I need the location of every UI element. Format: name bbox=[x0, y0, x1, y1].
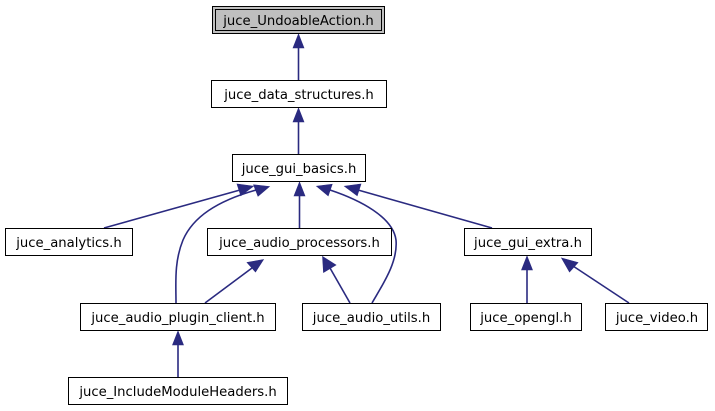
edges-layer bbox=[103, 33, 630, 377]
nodes-layer: juce_UndoableAction.h juce_data_structur… bbox=[5, 6, 708, 405]
node-label-opengl: juce_opengl.h bbox=[479, 311, 571, 326]
node-juce-data-structures[interactable]: juce_data_structures.h bbox=[211, 80, 387, 108]
node-juce-audio-processors[interactable]: juce_audio_processors.h bbox=[207, 228, 392, 256]
node-label-gui-extra: juce_gui_extra.h bbox=[473, 236, 582, 251]
edge-opengl-to-gui-extra bbox=[521, 255, 533, 303]
node-label-data-structures: juce_data_structures.h bbox=[223, 88, 374, 103]
node-label-include-module-headers: juce_IncludeModuleHeaders.h bbox=[78, 385, 276, 400]
edge-audio-utils-to-audio-processors bbox=[322, 255, 351, 304]
edge-audio-plugin-client-to-audio-processors bbox=[204, 259, 265, 304]
edge-data-structures-to-undoable-action bbox=[292, 33, 305, 80]
node-label-audio-processors: juce_audio_processors.h bbox=[218, 236, 380, 251]
edge-audio-utils-to-gui-basics bbox=[315, 183, 397, 304]
node-label-analytics: juce_analytics.h bbox=[15, 236, 121, 251]
node-juce-include-module-headers[interactable]: juce_IncludeModuleHeaders.h bbox=[68, 377, 288, 405]
node-label-undoable-action: juce_UndoableAction.h bbox=[222, 14, 374, 29]
node-juce-undoable-action[interactable]: juce_UndoableAction.h bbox=[212, 6, 385, 34]
node-label-audio-plugin-client: juce_audio_plugin_client.h bbox=[90, 311, 264, 326]
node-juce-analytics[interactable]: juce_analytics.h bbox=[5, 228, 133, 256]
node-juce-audio-utils[interactable]: juce_audio_utils.h bbox=[302, 303, 441, 331]
edge-audio-plugin-client-to-gui-basics bbox=[175, 184, 271, 304]
node-juce-audio-plugin-client[interactable]: juce_audio_plugin_client.h bbox=[80, 303, 276, 331]
edge-include-module-headers-to-audio-plugin-client bbox=[172, 330, 184, 377]
node-juce-opengl[interactable]: juce_opengl.h bbox=[470, 303, 582, 331]
node-label-gui-basics: juce_gui_basics.h bbox=[241, 162, 357, 177]
node-juce-gui-extra[interactable]: juce_gui_extra.h bbox=[464, 228, 592, 256]
edge-gui-extra-to-gui-basics bbox=[343, 183, 493, 229]
edge-video-to-gui-extra bbox=[560, 257, 630, 304]
node-juce-gui-basics[interactable]: juce_gui_basics.h bbox=[232, 154, 366, 182]
edge-analytics-to-gui-basics bbox=[103, 183, 255, 229]
node-label-video: juce_video.h bbox=[615, 311, 698, 326]
node-label-audio-utils: juce_audio_utils.h bbox=[312, 311, 430, 326]
node-juce-video[interactable]: juce_video.h bbox=[605, 303, 708, 331]
edge-gui-basics-to-data-structures bbox=[292, 107, 305, 154]
edge-audio-processors-to-gui-basics bbox=[293, 181, 306, 228]
